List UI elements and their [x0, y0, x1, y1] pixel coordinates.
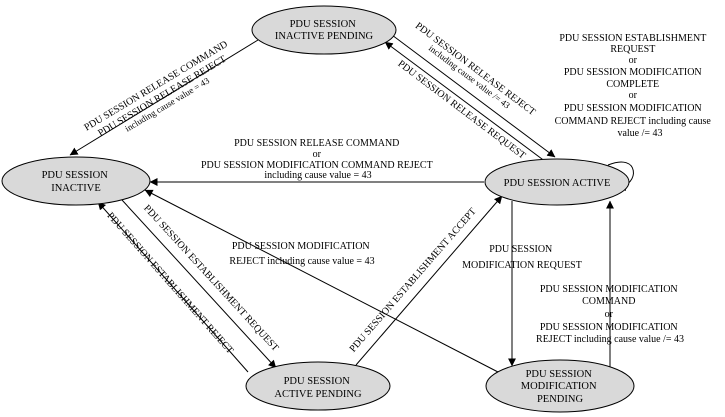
state-modification-pending-shape — [485, 359, 635, 413]
label-modification-pending-to-inactive: PDU SESSION MODIFICATION REJECT includin… — [229, 241, 374, 267]
state-inactive: PDU SESSION INACTIVE — [1, 156, 151, 206]
state-inactive-pending-label: PDU SESSION INACTIVE PENDING — [275, 19, 374, 42]
edges — [69, 34, 634, 374]
state-inactive-shape — [1, 156, 151, 206]
edge-active-pending-to-active — [355, 195, 503, 366]
svg-text:PDU SESSION RELEASE REJECT: PDU SESSION RELEASE REJECT — [96, 54, 228, 139]
label-inactive-pending-to-inactive: PDU SESSION RELEASE COMMAND PDU SESSION … — [82, 39, 229, 139]
edge-inactive-to-active-pending — [121, 199, 277, 369]
state-inactive-pending: PDU SESSION INACTIVE PENDING — [251, 5, 397, 55]
label-active-pending-to-active: PDU SESSION ESTABLISHMENT ACCEPT — [348, 206, 479, 354]
edge-modification-pending-to-inactive — [144, 189, 499, 373]
svg-text:including cause value /= 43: including cause value /= 43 — [427, 43, 513, 111]
state-active: PDU SESSION ACTIVE — [484, 158, 630, 206]
edge-inactive-pending-to-inactive — [69, 39, 259, 156]
edge-inactive-pending-to-active — [391, 34, 556, 158]
edge-active-to-inactive-pending — [384, 41, 547, 163]
state-active-pending-label: PDU SESSION ACTIVE PENDING — [274, 376, 362, 400]
state-inactive-pending-shape — [251, 5, 397, 55]
label-active-self-loop: PDU SESSION ESTABLISHMENT REQUEST or PDU… — [555, 33, 714, 139]
svg-text:PDU SESSION RELEASE REJECT: PDU SESSION RELEASE REJECT — [413, 20, 537, 118]
edge-active-pending-to-inactive — [97, 201, 249, 373]
svg-text:PDU SESSION ESTABLISHMENT ACCE: PDU SESSION ESTABLISHMENT ACCEPT — [348, 206, 479, 354]
state-active-pending: PDU SESSION ACTIVE PENDING — [245, 361, 391, 411]
state-active-shape — [484, 158, 630, 206]
label-modification-pending-to-active: PDU SESSION MODIFICATION COMMAND or PDU … — [536, 284, 684, 345]
state-active-pending-shape — [245, 361, 391, 411]
state-modification-pending: PDU SESSION MODIFICATION PENDING — [485, 359, 635, 413]
svg-text:PDU SESSION RELEASE COMMAND: PDU SESSION RELEASE COMMAND — [82, 39, 229, 134]
label-active-to-modification-pending: PDU SESSION MODIFICATION REQUEST — [462, 244, 582, 271]
label-active-to-inactive: PDU SESSION RELEASE COMMAND or PDU SESSI… — [201, 138, 435, 181]
state-inactive-label: PDU SESSION INACTIVE — [42, 170, 111, 194]
state-active-label: PDU SESSION ACTIVE — [504, 178, 611, 189]
state-modification-pending-label: PDU SESSION MODIFICATION PENDING — [521, 369, 599, 405]
